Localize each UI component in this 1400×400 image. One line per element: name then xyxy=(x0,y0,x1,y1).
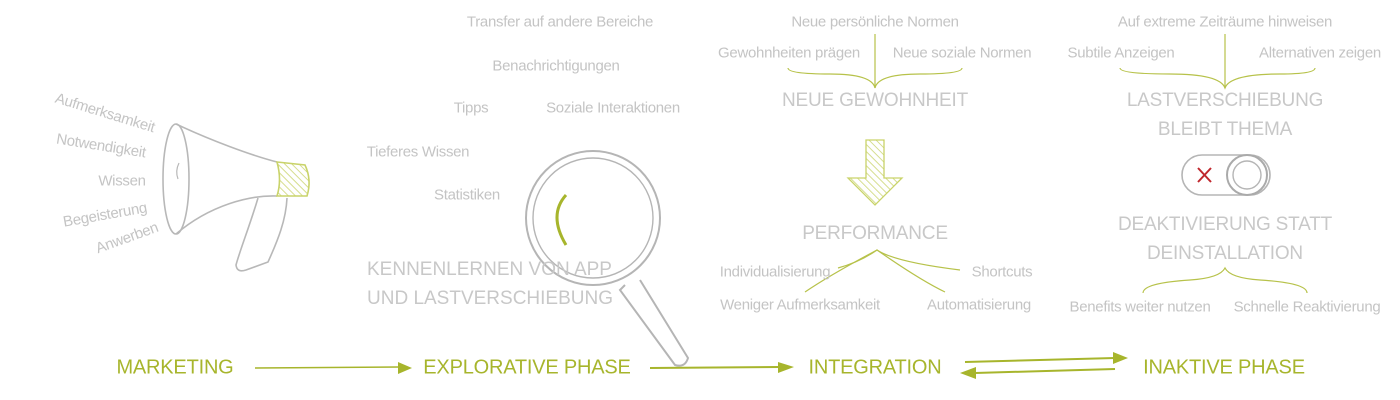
performance-brace-bottom xyxy=(804,249,946,293)
shift-title: LASTVERSCHIEBUNG xyxy=(1126,90,1324,111)
phase-marketing: MARKETING xyxy=(116,356,234,379)
deactivation-title: DEAKTIVIERUNG STATT xyxy=(1117,214,1333,235)
arrow-explorative-integration xyxy=(649,366,781,369)
arrow-integration-inactive xyxy=(964,357,1116,363)
integration-item: Neue soziale Normen xyxy=(892,44,1032,62)
explorative-item: Tipps xyxy=(453,99,489,117)
explorative-item: Statistiken xyxy=(434,186,500,204)
arrow-marketing-explorative xyxy=(254,366,401,369)
phase-explorative: EXPLORATIVE PHASE xyxy=(423,356,631,379)
explorative-item: Soziale Interaktionen xyxy=(546,99,680,117)
integration-braces xyxy=(787,34,963,293)
explorative-title: KENNENLERNEN VON APP xyxy=(367,259,612,280)
performance-item: Automatisierung xyxy=(927,296,1031,314)
shift-title: BLEIBT THEMA xyxy=(1157,119,1293,140)
performance-item: Weniger Aufmerksamkeit xyxy=(720,296,880,314)
phase-arrows xyxy=(254,352,1128,379)
inactive-item: Subtile Anzeigen xyxy=(1067,44,1175,62)
explorative-item: Tieferes Wissen xyxy=(366,143,470,161)
phase-inactive: INAKTIVE PHASE xyxy=(1143,356,1305,379)
inactive-item: Alternativen zeigen xyxy=(1259,44,1381,62)
down-arrow-icon xyxy=(846,139,904,206)
performance-title: PERFORMANCE xyxy=(802,223,948,244)
phase-integration: INTEGRATION xyxy=(808,356,942,379)
inactive-item: Auf extreme Zeiträume hinweisen xyxy=(1117,13,1333,31)
arrow-inactive-integration xyxy=(974,368,1116,374)
inactive-item: Benefits weiter nutzen xyxy=(1069,298,1211,316)
explorative-item: Transfer auf andere Bereiche xyxy=(466,13,654,31)
explorative-title: UND LASTVERSCHIEBUNG xyxy=(367,288,613,309)
performance-item: Shortcuts xyxy=(971,263,1033,281)
marketing-word: Wissen xyxy=(98,172,146,190)
inactive-item: Schnelle Reaktivierung xyxy=(1233,298,1381,316)
deactivation-title: DEINSTALLATION xyxy=(1147,243,1303,264)
megaphone-icon xyxy=(162,123,310,272)
integration-item: Neue persönliche Normen xyxy=(791,13,959,31)
habit-title: NEUE GEWOHNHEIT xyxy=(782,90,968,111)
performance-brace-top xyxy=(837,249,961,271)
inactive-braces xyxy=(1119,34,1316,294)
performance-item: Individualisierung xyxy=(719,263,831,281)
deactivate-toggle-icon xyxy=(1181,154,1271,196)
explorative-item: Benachrichtigungen xyxy=(492,57,620,75)
magnifier-icon xyxy=(525,150,690,367)
integration-item: Gewohnheiten prägen xyxy=(718,44,860,62)
